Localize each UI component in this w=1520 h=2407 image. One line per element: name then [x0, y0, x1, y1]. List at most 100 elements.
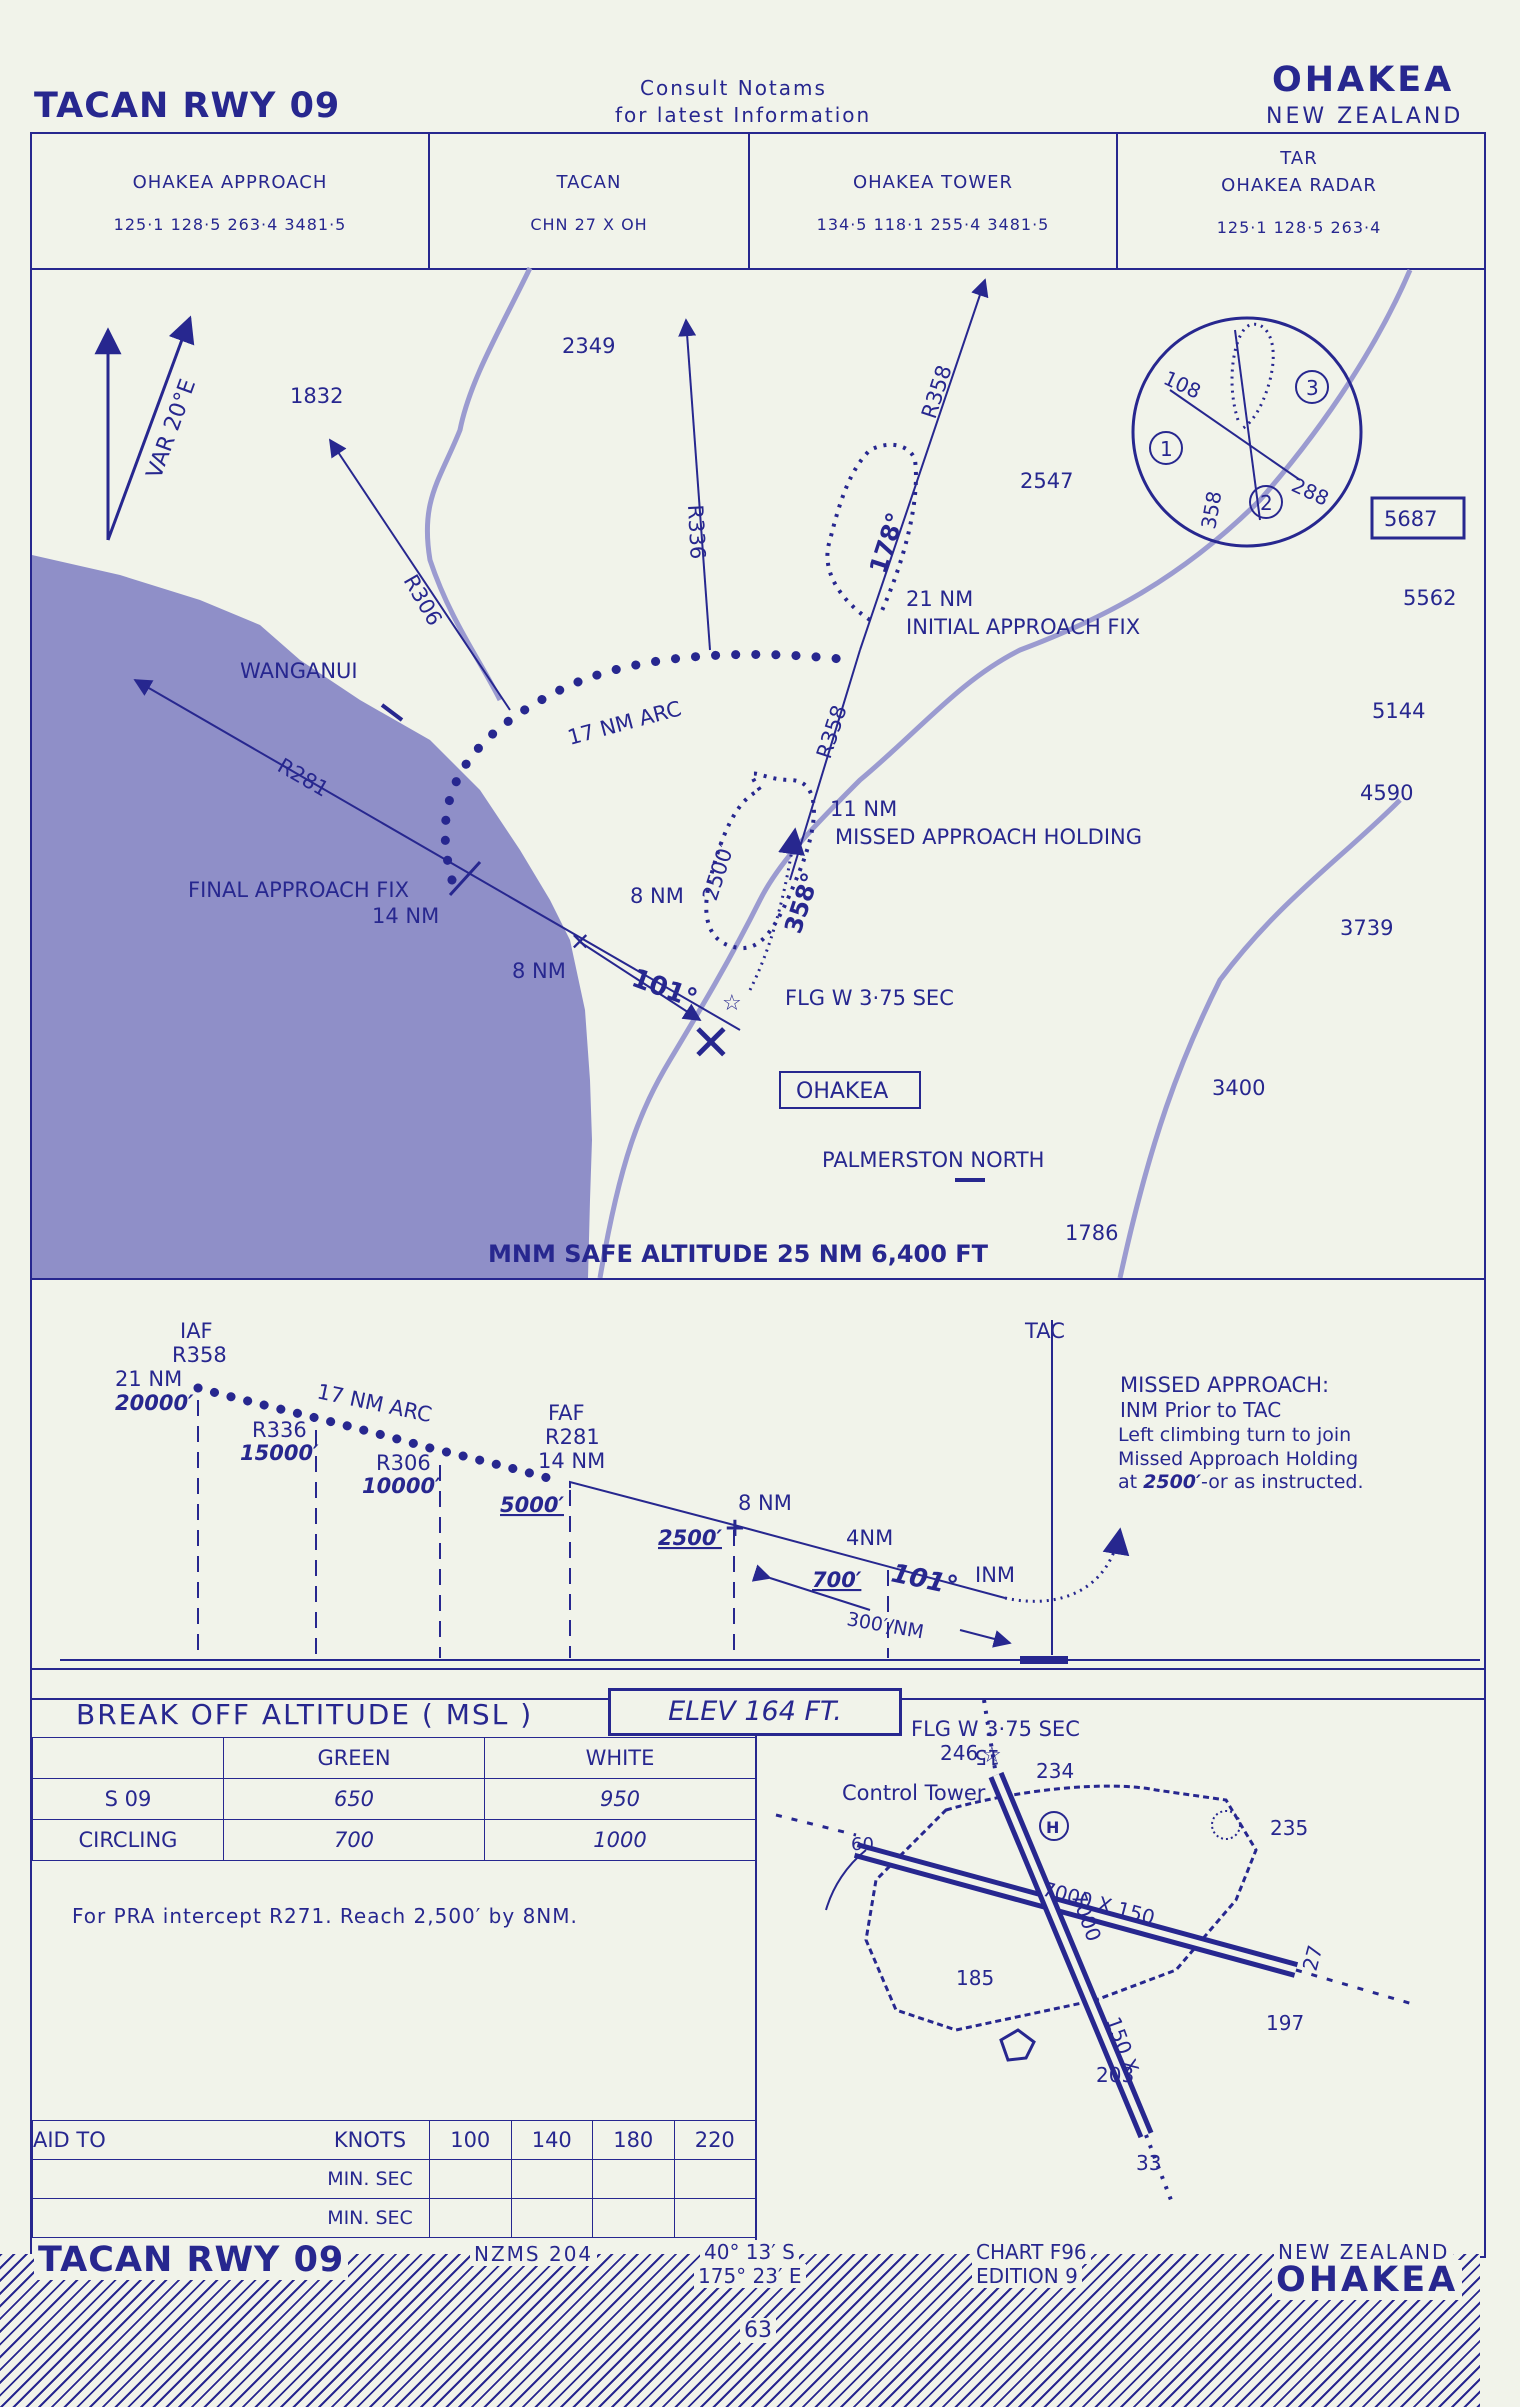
prof-r306-alt: 10000′: [362, 1474, 441, 1498]
timing-row-1: MIN. SEC: [32, 2159, 756, 2199]
profile-dashes: [197, 1400, 889, 1658]
ad-beacon-star: ☆: [982, 1743, 1002, 1768]
elev-203: 203: [1096, 2063, 1134, 2087]
obstacle-235-icon: [1211, 1810, 1241, 1840]
apron-shape: [999, 2028, 1036, 2062]
prof-inm: INM: [975, 1563, 1015, 1587]
prof-r336: R336: [252, 1418, 307, 1442]
freq-tower-value: 134·5 118·1 255·4 3481·5: [816, 215, 1050, 234]
ma-dist: 11 NM: [830, 797, 897, 821]
speed-220: 220: [673, 2120, 756, 2160]
minsec-label: MIN. SEC: [311, 2159, 430, 2199]
aerodrome-symbol: ✕: [690, 1014, 732, 1072]
tick-60: 60: [851, 1834, 874, 1855]
prof-iaf: IAF: [180, 1319, 213, 1343]
spot-2547: 2547: [1020, 469, 1073, 493]
footer-procedure: TACAN RWY 09: [34, 2240, 349, 2280]
ma-track: 358°: [779, 869, 825, 937]
town-wanganui: WANGANUI: [240, 659, 358, 683]
freq-approach: OHAKEA APPROACH 125·1 128·5 263·4 3481·5: [32, 134, 430, 268]
faf-mark: [448, 860, 482, 897]
sector-1-circle: [1149, 431, 1183, 465]
hold-num-358: 358: [1196, 489, 1226, 531]
row-label: S 09: [32, 1778, 224, 1820]
ma-label: MISSED APPROACH HOLDING: [835, 825, 1142, 849]
river-lines: [424, 266, 1413, 1279]
aerodrome-box: [779, 1071, 921, 1109]
spot-5562: 5562: [1403, 586, 1456, 610]
sector-3: 3: [1306, 376, 1319, 400]
arc-17nm: [440, 649, 855, 885]
freq-tower-title: OHAKEA TOWER: [852, 172, 1014, 193]
col-green: GREEN: [223, 1737, 485, 1779]
ma-line4: at 2500′-or as instructed.: [1118, 1471, 1364, 1493]
footer-map: NZMS 204: [470, 2242, 598, 2266]
ad-beacon: FLG W 3·75 SEC: [911, 1717, 1080, 1741]
spot-2349: 2349: [562, 334, 615, 358]
approach-lights-15: [982, 1700, 998, 1776]
speed-100: 100: [429, 2120, 512, 2160]
prof-4nm-alt: 700′: [812, 1568, 862, 1592]
hold-8nm: 8 NM: [630, 884, 684, 908]
town-wanganui-mark: [380, 703, 404, 722]
label-r336: R336: [683, 504, 710, 560]
approach-lights-27: [1295, 1968, 1417, 2007]
timing-table: AID TO KNOTS 100 140 180 220 MIN. SEC MI…: [32, 2120, 756, 2238]
radial-281: [133, 679, 741, 1031]
prof-faf-r: R281: [545, 1425, 600, 1449]
radial-306: [329, 438, 511, 711]
iaf-dist: 21 NM: [906, 587, 973, 611]
hold-num-288: 288: [1288, 473, 1333, 511]
prof-faf: FAF: [548, 1401, 585, 1425]
freq-radar-value: 125·1 128·5 263·4: [1216, 218, 1382, 237]
elev-185: 185: [956, 1966, 994, 1990]
sector-2: 2: [1260, 491, 1273, 515]
freq-tacan-title: TACAN: [556, 172, 622, 193]
minima-row-circling: CIRCLING 700 1000: [32, 1819, 756, 1861]
hold-entry-pattern: [1230, 322, 1275, 432]
prof-faf-d: 14 NM: [538, 1449, 605, 1473]
ad-tower-elev: 234: [1036, 1759, 1074, 1783]
prof-8nm: 8 NM: [738, 1491, 792, 1515]
freq-tacan-value: CHN 27 X OH: [530, 215, 648, 234]
fix-8nm-symbol: ✕: [570, 928, 590, 956]
iaf-label: INITIAL APPROACH FIX: [906, 615, 1140, 639]
notams-note-2: for latest Information: [615, 103, 872, 127]
aid-to: AID TO: [32, 2120, 311, 2160]
sector-2-circle: [1249, 485, 1283, 519]
prof-4nm: 4NM: [846, 1526, 893, 1550]
ma-line3: Missed Approach Holding: [1118, 1448, 1358, 1470]
ma-line2: Left climbing turn to join: [1118, 1424, 1351, 1446]
fix-8nm: 8 NM: [512, 959, 566, 983]
spot-1786: 1786: [1065, 1221, 1118, 1245]
descent-path: [569, 1480, 1006, 1599]
procedure-title: TACAN RWY 09: [34, 86, 341, 126]
freq-radar-title-top: TAR: [1280, 148, 1318, 169]
page-number: 63: [740, 2318, 776, 2343]
heliport-circle: [1039, 1811, 1069, 1841]
profile-view: + IAF R358 21 NM 20000′ 17 NM ARC R336 1…: [60, 1319, 1480, 1664]
speed-180: 180: [592, 2120, 675, 2160]
row-white: 950: [484, 1778, 756, 1820]
runway-15-33-inner: [993, 1773, 1149, 2137]
freq-tower: OHAKEA TOWER 134·5 118·1 255·4 3481·5: [750, 134, 1118, 268]
pra-note: For PRA intercept R271. Reach 2,500′ by …: [72, 1904, 578, 1928]
label-r358a: R358: [917, 362, 957, 421]
ma-title: MISSED APPROACH:: [1120, 1373, 1329, 1397]
spot-3739: 3739: [1340, 916, 1393, 940]
beacon-label: FLG W 3·75 SEC: [785, 986, 954, 1010]
gradient-arrow-a: [751, 1564, 871, 1611]
minima-title: BREAK OFF ALTITUDE ( MSL ): [76, 1698, 534, 1731]
freq-approach-title: OHAKEA APPROACH: [132, 172, 328, 193]
hold-alt: 2500′: [698, 841, 739, 904]
airport-name: OHAKEA: [1272, 60, 1455, 100]
prof-iaf-alt: 20000′: [115, 1391, 194, 1415]
spot-4590: 4590: [1360, 781, 1413, 805]
ma-path: [748, 827, 805, 991]
minima-row-s09: S 09 650 950: [32, 1778, 756, 1820]
approach-lights-33: [1144, 2134, 1173, 2201]
sea-area: [32, 555, 592, 1278]
freq-approach-value: 125·1 128·5 263·4 3481·5: [113, 215, 347, 234]
sector-1: 1: [1160, 437, 1173, 461]
